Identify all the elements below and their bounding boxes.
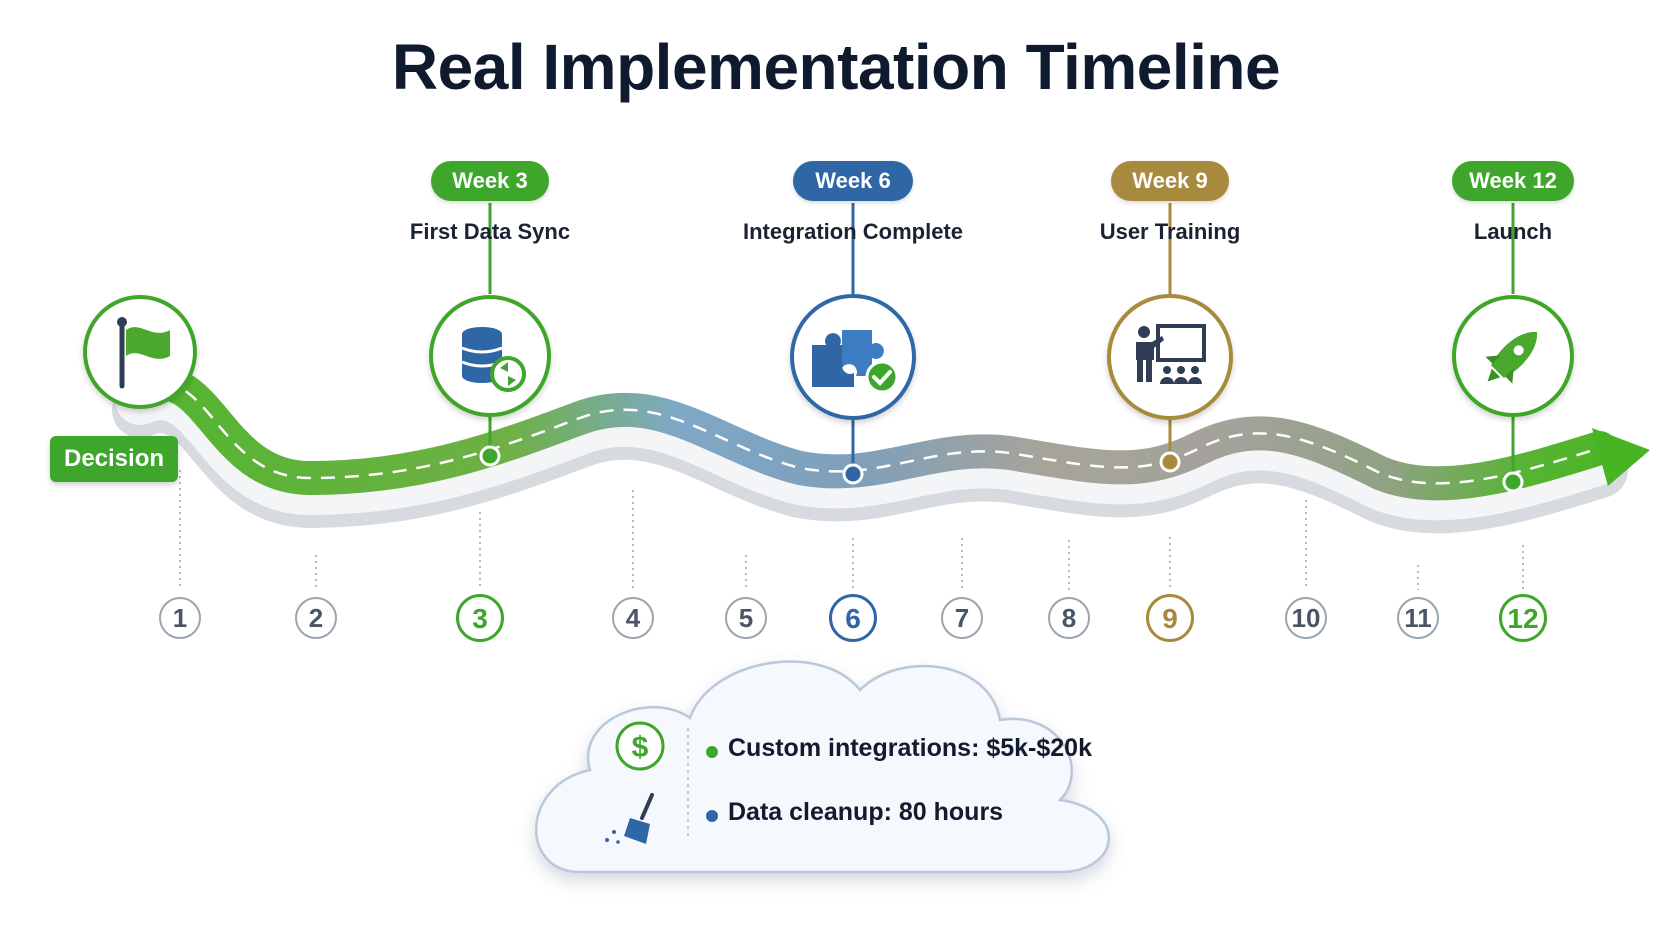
cost-cloud [534, 660, 1110, 874]
week-number-5: 5 [725, 597, 767, 639]
milestone-label-integration-complete: Integration Complete [742, 219, 963, 244]
week-number-1: 1 [159, 597, 201, 639]
road [112, 366, 1650, 534]
flag-icon [117, 317, 170, 389]
milestone-week-12 [1452, 203, 1574, 493]
week-number-8: 8 [1048, 597, 1090, 639]
milestone-label-user-training: User Training [1099, 219, 1241, 244]
week-number-3: 3 [456, 594, 504, 642]
start-marker [83, 295, 197, 409]
presentation-icon [1136, 324, 1206, 384]
week-number-9: 9 [1146, 594, 1194, 642]
decision-label: Decision [50, 436, 178, 482]
week-guides [179, 470, 1524, 590]
milestone-label-launch: Launch [1473, 219, 1553, 244]
cost-note-integrations: Custom integrations: $5k-$20k [728, 734, 1092, 762]
week-6-badge: Week 6 [793, 161, 913, 201]
broom-icon [605, 793, 654, 844]
bullet-dot [706, 810, 718, 822]
page-title: Real Implementation Timeline [391, 31, 1281, 103]
milestone-week-6 [790, 203, 916, 485]
week-number-6: 6 [829, 594, 877, 642]
week-number-7: 7 [941, 597, 983, 639]
puzzle-check-icon [812, 330, 899, 394]
milestone-week-9 [1107, 203, 1233, 473]
week-number-4: 4 [612, 597, 654, 639]
week-number-12: 12 [1499, 594, 1547, 642]
bullet-dot [706, 746, 718, 758]
week-3-badge: Week 3 [431, 161, 549, 201]
svg-text:$: $ [632, 731, 649, 764]
milestone-label-first-data-sync: First Data Sync [409, 219, 571, 244]
week-number-10: 10 [1285, 597, 1327, 639]
rocket-icon [1485, 331, 1538, 384]
milestone-week-3 [429, 203, 551, 467]
week-number-2: 2 [295, 597, 337, 639]
week-number-11: 11 [1397, 597, 1439, 639]
database-sync-icon [461, 327, 526, 392]
dollar-icon: $ [615, 721, 665, 771]
week-9-badge: Week 9 [1111, 161, 1229, 201]
cost-note-cleanup: Data cleanup: 80 hours [728, 798, 1004, 826]
week-12-badge: Week 12 [1452, 161, 1574, 201]
